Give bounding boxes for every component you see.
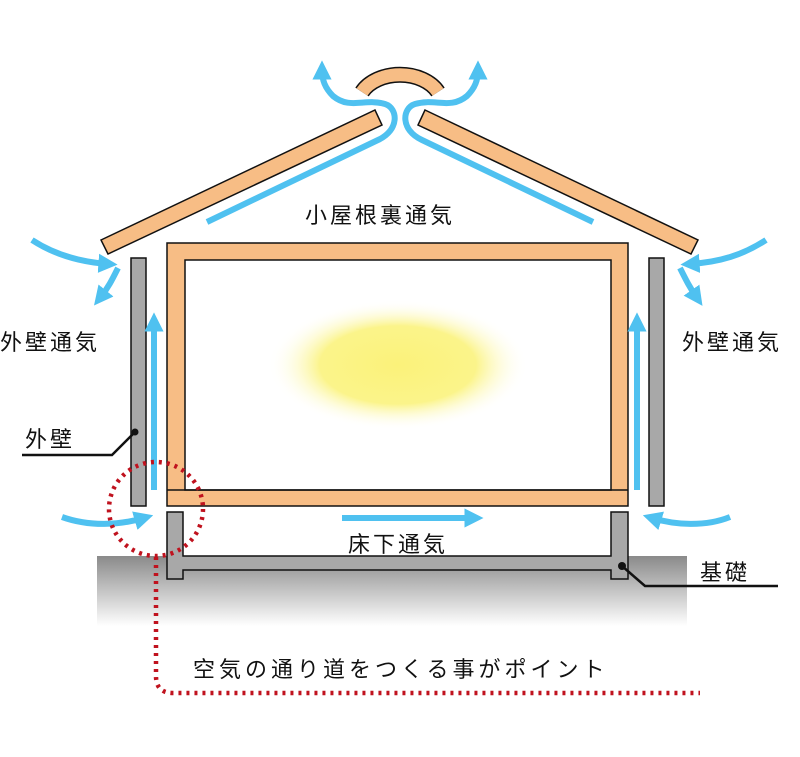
base-inflow-right: [642, 511, 732, 530]
roof-left: [99, 108, 383, 255]
base-inflow-left: [60, 511, 154, 530]
eave-outflow-right: [677, 266, 703, 306]
foundation-shape: [166, 511, 629, 580]
label-wall-ventilation-left: 外壁通気: [0, 331, 101, 356]
foundation-leader: [621, 565, 778, 588]
airflow-arrows: [30, 60, 768, 530]
label-wall-ventilation-right: 外壁通気: [682, 331, 783, 356]
highlight-callout-line: [153, 557, 700, 696]
label-point-note: 空気の通り道をつくる事がポイント: [193, 658, 609, 683]
eave-outflow-left: [94, 266, 121, 306]
label-attic-ventilation: 小屋根裏通気: [305, 204, 456, 229]
attic-airflow-left: [205, 60, 398, 225]
label-exterior-wall: 外壁: [25, 428, 76, 453]
room-light: [268, 300, 528, 430]
label-foundation: 基礎: [700, 561, 751, 586]
attic-airflow-right: [402, 60, 595, 225]
exterior-wall-right: [648, 257, 665, 507]
highlight-circle: [106, 459, 206, 559]
roof-right: [417, 108, 700, 255]
eave-inflow-left: [30, 237, 118, 273]
eave-inflow-right: [680, 237, 768, 273]
label-underfloor-ventilation: 床下通気: [348, 533, 449, 558]
exterior-wall-left: [130, 257, 147, 507]
exterior-wall-leader: [22, 431, 136, 457]
